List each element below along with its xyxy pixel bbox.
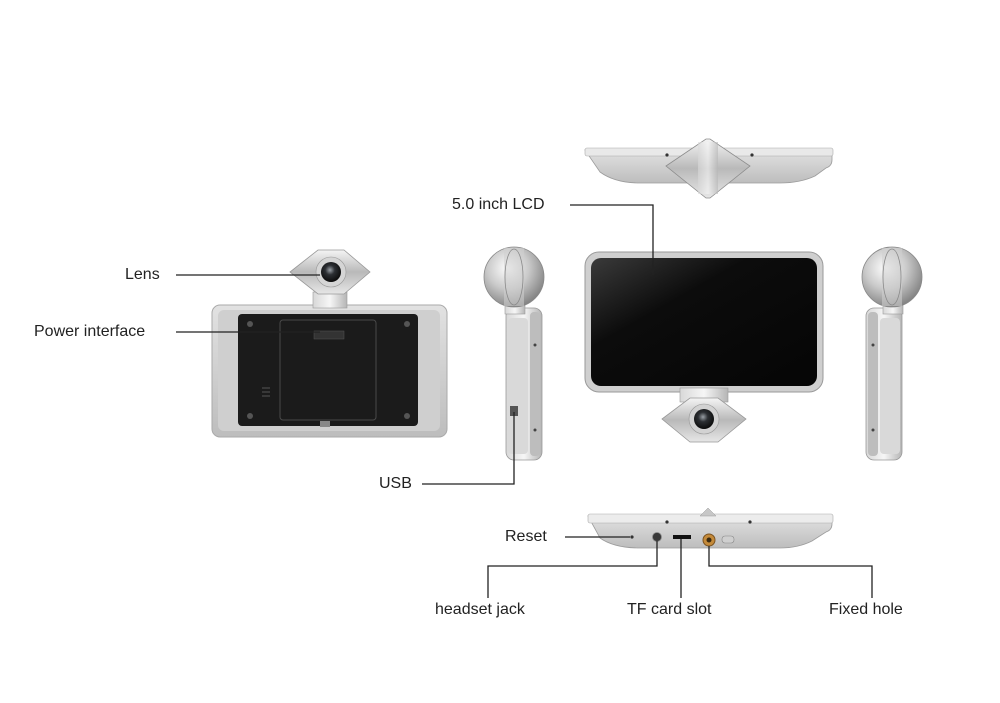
usb-callout-line xyxy=(422,412,515,485)
back-view xyxy=(211,249,448,438)
lens-label: Lens xyxy=(125,266,160,283)
top-view xyxy=(584,138,834,199)
bottom-view xyxy=(587,507,834,549)
lcd-label: 5.0 inch LCD xyxy=(452,196,545,213)
right-side-view xyxy=(861,246,923,461)
headset-jack-label: headset jack xyxy=(435,601,525,618)
headset-jack-callout-line xyxy=(487,541,658,598)
fixed-hole-label: Fixed hole xyxy=(829,601,903,618)
power-interface-label: Power interface xyxy=(34,323,146,340)
left-side-view xyxy=(483,246,545,461)
front-view xyxy=(584,251,824,443)
reset-label: Reset xyxy=(505,528,547,545)
usb-label: USB xyxy=(379,475,412,492)
tf-card-slot-label: TF card slot xyxy=(627,601,712,618)
lcd-callout-line xyxy=(570,204,654,275)
callout-lines xyxy=(176,204,873,598)
fixed-hole-callout-line xyxy=(708,546,873,598)
